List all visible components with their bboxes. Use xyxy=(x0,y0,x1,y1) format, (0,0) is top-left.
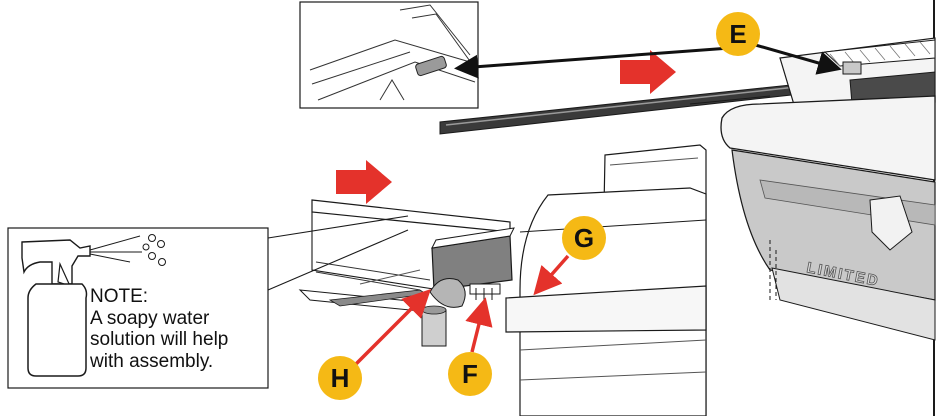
trim-strip-top xyxy=(439,83,801,135)
note-line-3: with assembly. xyxy=(90,350,214,372)
note-line-2: solution will help xyxy=(90,329,229,350)
callout-g: G xyxy=(562,216,606,260)
callout-h: H xyxy=(318,356,362,400)
callout-e-label: E xyxy=(729,19,746,49)
leader-f xyxy=(465,297,493,353)
note-text-block: NOTE: A soapy water solution will help w… xyxy=(90,286,270,372)
bracket-post xyxy=(421,309,447,347)
direction-arrow-top xyxy=(620,50,676,94)
spray-bottle-icon xyxy=(21,234,166,377)
bracket-assembly xyxy=(421,227,515,347)
callout-f-label: F xyxy=(462,359,478,389)
leader-e-to-inset xyxy=(454,46,731,79)
leader-h xyxy=(354,289,431,366)
callout-e: E xyxy=(716,12,760,56)
leader-g xyxy=(533,254,570,296)
callout-f: F xyxy=(448,352,492,396)
callout-h-label: H xyxy=(331,363,350,393)
cabinet-middle xyxy=(505,144,707,416)
direction-arrow-left xyxy=(336,160,392,204)
inset-detail-box xyxy=(299,1,479,109)
appliance-main-body: LIMITED xyxy=(720,95,936,341)
inset-clip-part xyxy=(415,55,447,77)
callout-g-label: G xyxy=(574,223,594,253)
note-line-1: A soapy water xyxy=(90,307,210,329)
note-heading: NOTE: xyxy=(90,286,149,307)
leader-e-to-part xyxy=(751,42,842,75)
